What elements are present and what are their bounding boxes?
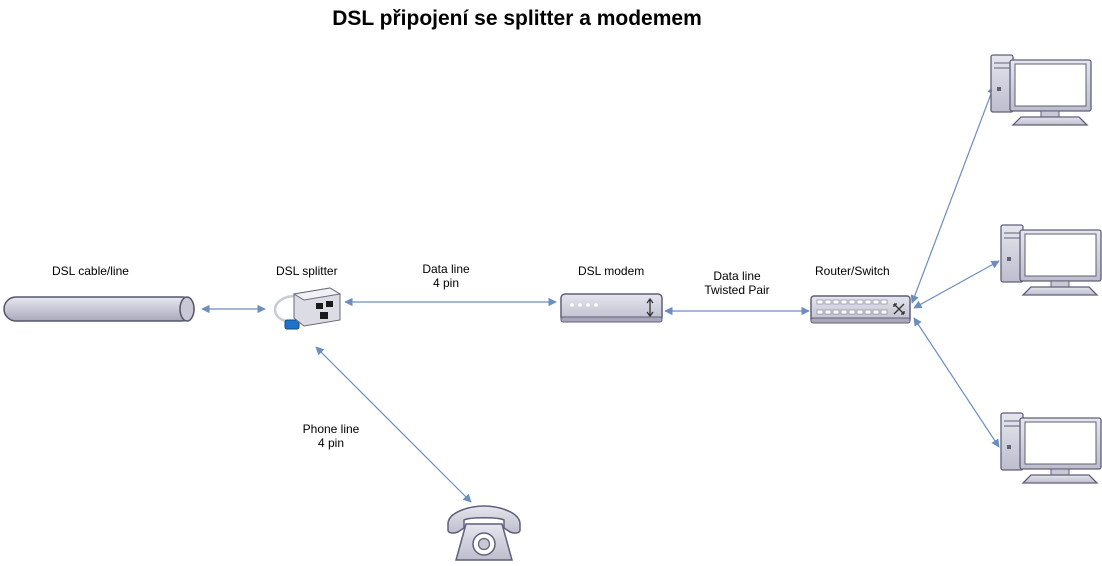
splitter-phone-connector: [315, 346, 472, 503]
router-computer3-connector: [913, 317, 1000, 448]
diagram-title: DSL připojení se splitter a modemem: [332, 7, 702, 30]
computer-icon-1: [990, 54, 1092, 126]
dsl-modem-label: DSL modem: [578, 264, 645, 278]
modem-router-connection-label: Data line Twisted Pair: [697, 269, 777, 297]
splitter-modem-line1: Data line: [422, 262, 470, 276]
dsl-cable-label: DSL cable/line: [52, 264, 129, 278]
computer-icon-2: [1000, 224, 1102, 296]
dsl-cable-icon: [3, 296, 195, 322]
splitter-modem-connection-label: Data line 4 pin: [415, 262, 477, 290]
computer-icon-3: [1000, 412, 1102, 484]
modem-router-line2: Twisted Pair: [704, 283, 770, 297]
splitter-modem-line2: 4 pin: [432, 276, 460, 290]
dsl-modem-icon: [560, 293, 663, 323]
dsl-splitter-label: DSL splitter: [276, 264, 338, 278]
connectors: [201, 85, 1000, 503]
router-switch-icon: [810, 295, 911, 324]
dsl-splitter-icon: [273, 287, 342, 330]
modem-router-line1: Data line: [713, 269, 761, 283]
router-computer2-connector: [913, 260, 1000, 309]
telephone-icon: [447, 505, 521, 561]
router-switch-label: Router/Switch: [815, 264, 890, 278]
